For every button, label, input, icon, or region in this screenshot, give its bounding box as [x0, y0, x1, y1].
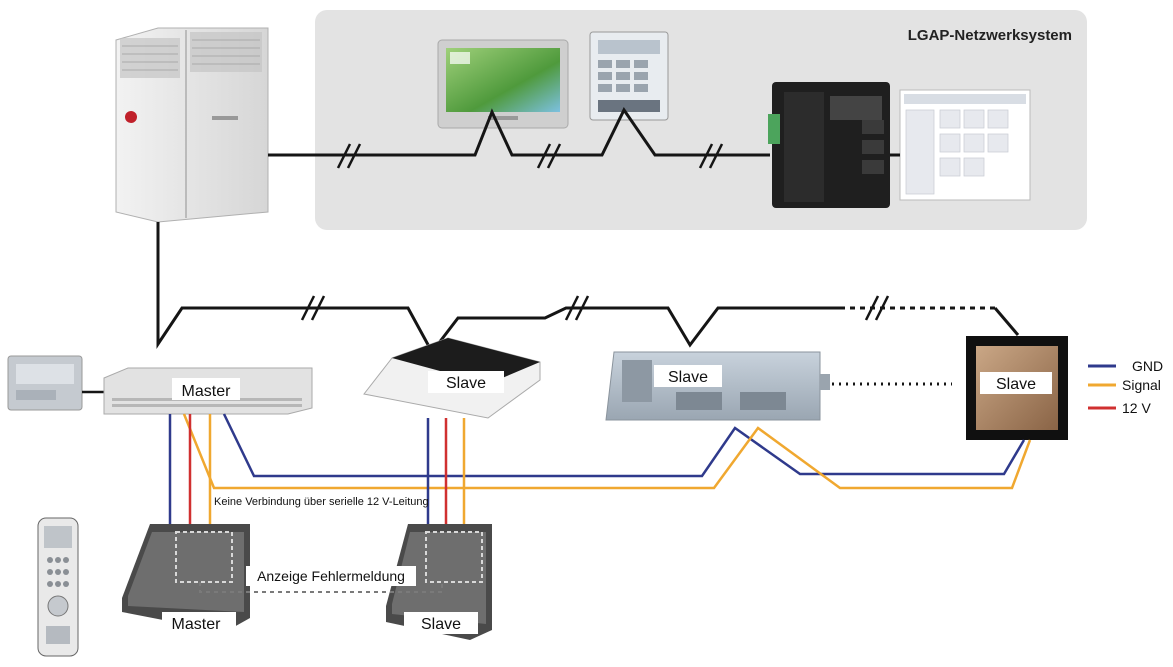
legend-label-12v: 12 V: [1122, 400, 1151, 416]
slave-wired-controller: Slave: [386, 524, 492, 640]
wall-remote-controller: [589, 31, 669, 121]
gnd-wire-main: [222, 413, 1026, 478]
side-device: [7, 355, 83, 411]
master-controller-label: Master: [172, 616, 222, 633]
signal-wire-main: [182, 413, 1032, 490]
handheld-remote: [37, 517, 79, 657]
touch-controller: [437, 39, 569, 129]
slave-controller-label: Slave: [421, 616, 461, 633]
error-display-note: Anzeige Fehlermeldung: [257, 568, 405, 584]
legend: GND Signal 12 V: [1088, 358, 1163, 416]
master-wired-controller: Master: [122, 524, 250, 634]
slave-panel-label: Slave: [996, 376, 1036, 393]
brand-logo-icon: [125, 111, 137, 123]
slave-panel-unit: Slave: [966, 336, 1068, 440]
slave-duct-unit: Slave: [605, 351, 830, 421]
no-connection-note: Keine Verbindung über serielle 12 V-Leit…: [214, 496, 429, 508]
break-marks-bottom: [300, 295, 890, 321]
break-marks-top: [336, 143, 724, 169]
legend-label-signal: Signal: [1122, 377, 1161, 393]
outdoor-unit: [115, 27, 269, 223]
lgap-bus-line: [268, 107, 770, 157]
master-unit: Master: [103, 367, 313, 415]
master-controller-wires: [168, 414, 212, 536]
master-unit-label: Master: [182, 383, 232, 400]
lgap-network-title: LGAP-Netzwerksystem: [908, 27, 1072, 44]
gateway-device: [768, 82, 890, 208]
legend-label-gnd: GND: [1132, 358, 1163, 374]
slave-duct-label: Slave: [668, 369, 708, 386]
pc-software-screen: [899, 89, 1031, 201]
slave-cassette-unit: Slave: [363, 337, 541, 419]
slave-cassette-label: Slave: [446, 375, 486, 392]
error-display-link: [199, 582, 443, 593]
slave-controller-wires: [426, 418, 466, 536]
outdoor-to-master-line: [156, 222, 840, 355]
